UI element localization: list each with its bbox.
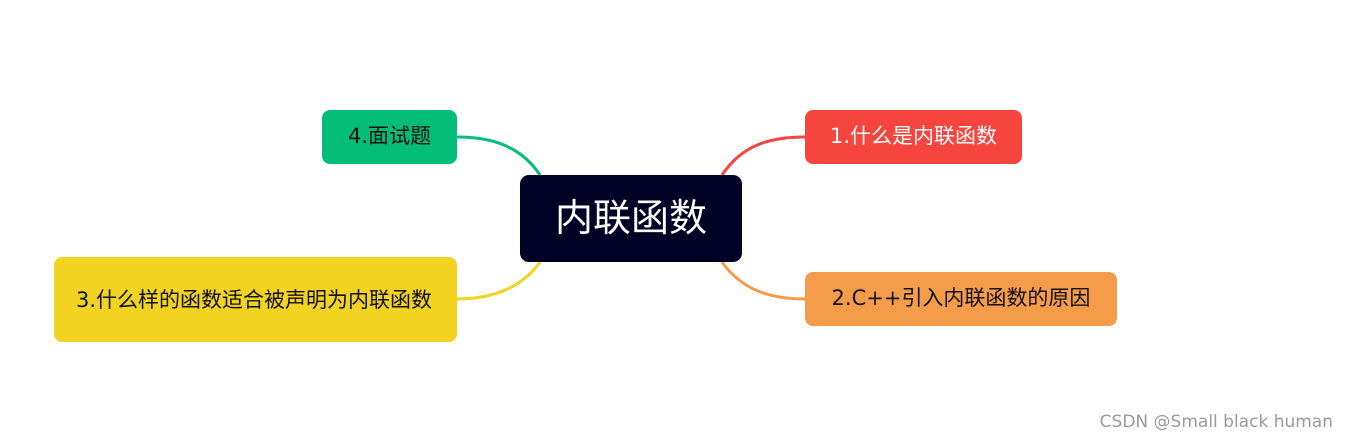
branch-node-3[interactable]: 3.什么样的函数适合被声明为内联函数 <box>54 257 457 342</box>
branch-label-4: 4.面试题 <box>347 124 432 149</box>
central-topic-label: 内联函数 <box>554 195 707 240</box>
connector-branch-4 <box>456 135 542 176</box>
branch-node-2[interactable]: 2.C++引入内联函数的原因 <box>805 272 1117 326</box>
watermark-text: CSDN @Small black human <box>1099 412 1333 432</box>
central-topic-node[interactable]: 内联函数 <box>520 175 742 262</box>
connector-branch-1 <box>720 135 806 176</box>
branch-label-3: 3.什么样的函数适合被声明为内联函数 <box>76 287 433 312</box>
connector-branch-3 <box>456 261 542 301</box>
branch-node-1[interactable]: 1.什么是内联函数 <box>805 110 1022 164</box>
connector-branch-2 <box>720 261 806 301</box>
branch-label-1: 1.什么是内联函数 <box>829 124 998 149</box>
branch-node-4[interactable]: 4.面试题 <box>322 110 457 164</box>
branch-label-2: 2.C++引入内联函数的原因 <box>831 286 1091 311</box>
